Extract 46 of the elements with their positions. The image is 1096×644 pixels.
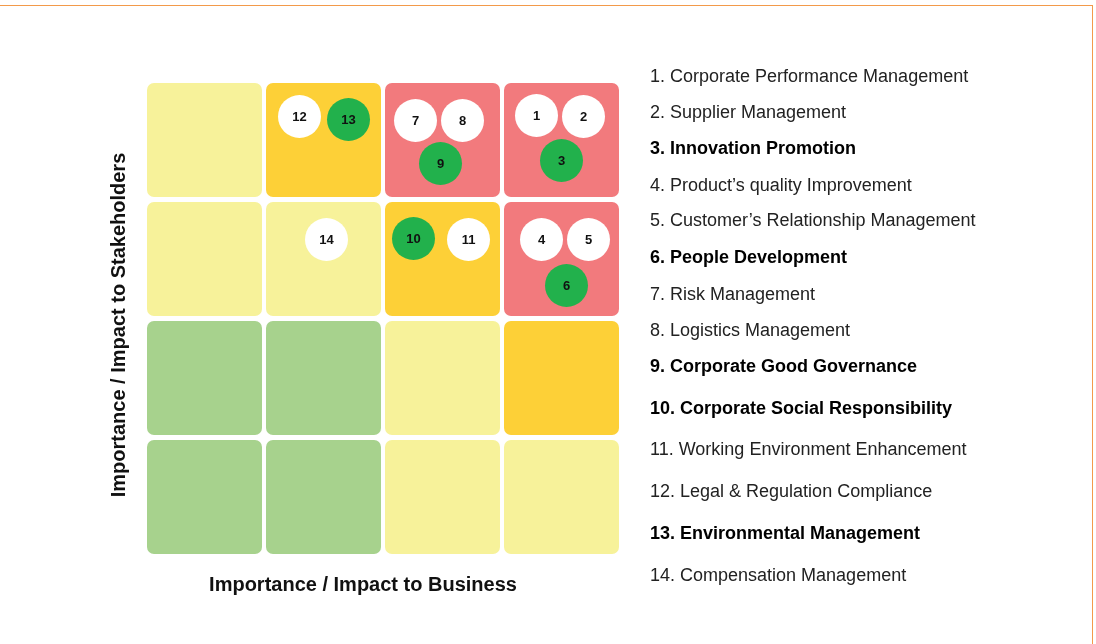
- list-item: 3. Innovation Promotion: [650, 138, 856, 159]
- matrix-cell: [385, 321, 500, 435]
- matrix-cell: [385, 202, 500, 316]
- list-item: 11. Working Environment Enhancement: [650, 439, 967, 460]
- axis-title: Importance / Impact to Stakeholders: [106, 152, 130, 498]
- matrix-cell: [385, 440, 500, 554]
- numbered-circle: 1: [515, 94, 558, 137]
- matrix-cell: [147, 440, 262, 554]
- list-item: 8. Logistics Management: [650, 320, 851, 341]
- numbered-circle: 2: [562, 95, 605, 138]
- numbered-circle: 9: [419, 142, 462, 185]
- list-item: 1. Corporate Performance Management: [650, 66, 969, 87]
- matrix-cell: [266, 202, 381, 316]
- matrix-cell: [266, 83, 381, 197]
- list-item: 14. Compensation Management: [650, 565, 907, 586]
- matrix-cell: [266, 440, 381, 554]
- numbered-circle: 14: [305, 218, 348, 261]
- matrix-cell: [504, 321, 619, 435]
- numbered-circle: 12: [278, 95, 321, 138]
- matrix-cell: [147, 202, 262, 316]
- numbered-circle: 10: [392, 217, 435, 260]
- list-item: 7. Risk Management: [650, 284, 816, 305]
- list-item: 6. People Development: [650, 247, 848, 268]
- matrix-cell: [385, 83, 500, 197]
- numbered-circle: 11: [447, 218, 490, 261]
- list-item: 12. Legal & Regulation Compliance: [650, 481, 933, 502]
- matrix-cell: [504, 202, 619, 316]
- list-item: 5. Customer’s Relationship Management: [650, 210, 976, 231]
- numbered-circle: 6: [545, 264, 588, 307]
- matrix-cell: [266, 321, 381, 435]
- matrix-cell: [504, 83, 619, 197]
- list-item: 13. Environmental Management: [650, 523, 921, 544]
- numbered-circle: 13: [327, 98, 370, 141]
- matrix-cell: [147, 321, 262, 435]
- numbered-circle: 8: [441, 99, 484, 142]
- numbered-circle: 7: [394, 99, 437, 142]
- list-item: 9. Corporate Good Governance: [650, 356, 918, 377]
- list-item: 10. Corporate Social Responsibility: [650, 398, 953, 419]
- matrix-cell: [504, 440, 619, 554]
- list-item: 2. Supplier Management: [650, 102, 847, 123]
- matrix-cell: [147, 83, 262, 197]
- numbered-circle: 3: [540, 139, 583, 182]
- numbered-circle: 5: [567, 218, 610, 261]
- numbered-circle: 4: [520, 218, 563, 261]
- list-item: 4. Product’s quality Improvement: [650, 175, 912, 196]
- axis-title: Importance / Impact to Business: [209, 572, 517, 596]
